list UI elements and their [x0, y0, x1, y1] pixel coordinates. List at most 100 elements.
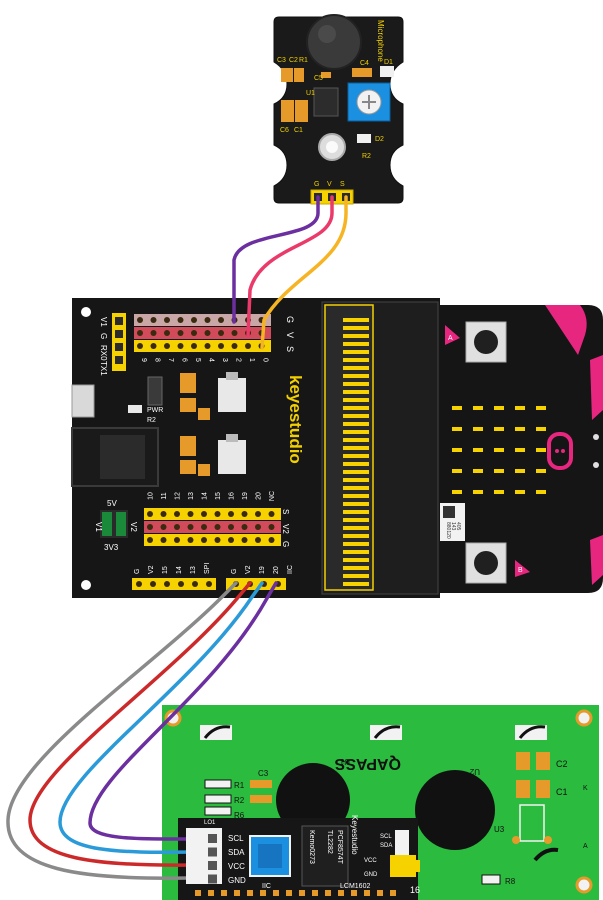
lcd-label-u3: U3: [494, 825, 505, 834]
header-pin: [228, 537, 234, 543]
lcd-label-r1: R1: [234, 781, 245, 790]
amp-chip-u1: [313, 87, 339, 117]
uart-label-v1: V1: [99, 317, 108, 327]
led-d1: [380, 66, 394, 77]
edge-finger: [343, 574, 369, 578]
lcd-pin: [234, 890, 240, 896]
microbit-pink-corner-right-low: [590, 535, 603, 585]
header-pin: [231, 330, 238, 336]
led-matrix: [452, 406, 546, 494]
header-pin: [255, 511, 261, 517]
header-pin: [268, 524, 275, 530]
edge-finger: [343, 318, 369, 322]
edge-finger: [343, 430, 369, 434]
mic-label-r2: R2: [362, 153, 371, 160]
capacitor-c5: [321, 72, 331, 78]
edge-finger: [343, 350, 369, 354]
backpack-label-gnd: GND: [228, 876, 246, 885]
mic-pin-label-v: V: [327, 181, 332, 188]
lcd-label-r6: R6: [234, 811, 245, 820]
microbit-board: A B 405 143 880120: [425, 305, 603, 593]
header-pin: [147, 511, 153, 517]
header-pin: [164, 330, 170, 336]
microbit-pink-corner-right: [590, 355, 603, 420]
pwr-led: [128, 405, 142, 413]
matrix-led: [473, 490, 483, 494]
edge-finger: [343, 406, 369, 410]
uart-pin: [115, 330, 123, 338]
edge-finger: [343, 534, 369, 538]
header-pin: [204, 343, 211, 349]
iic-label: G: [231, 569, 238, 574]
lcd-pin: [312, 890, 318, 896]
capacitor-c6: [281, 100, 294, 122]
mic-label-r1: R1: [299, 57, 308, 64]
r2-label: R2: [147, 417, 156, 424]
spi-pin: [150, 581, 156, 587]
header-pin: [204, 317, 211, 323]
matrix-led: [452, 490, 462, 494]
spi-label: 14: [176, 566, 183, 574]
header-pin: [147, 524, 153, 530]
header-row: [144, 508, 281, 520]
cap: [180, 398, 196, 412]
spi-label: SPI: [204, 563, 211, 574]
backpack-label-sda-2: SDA: [380, 843, 392, 849]
led-d2: [357, 134, 371, 143]
wires: [6, 195, 348, 882]
backpack-pin: [208, 874, 217, 884]
mic-label-d1: D1: [384, 59, 393, 66]
edge-finger: [343, 582, 369, 586]
edge-finger: [343, 486, 369, 490]
cap: [180, 436, 196, 456]
top-pin-number: 9: [140, 358, 147, 362]
header-pin: [218, 317, 224, 323]
cap-c2-gap: [530, 752, 536, 770]
top-pin-number: 5: [194, 358, 201, 362]
button-b-cap: [474, 551, 498, 575]
edge-connector-fingers: [343, 318, 369, 586]
header-pin: [174, 524, 180, 530]
matrix-led: [515, 490, 525, 494]
matrix-led: [515, 469, 525, 473]
microphone-module: Microphone C3 C2 R1 C5 C4 D1 U1 C6 C1 D2…: [273, 14, 404, 205]
backpack-pin: [208, 834, 217, 843]
uart-pins: [115, 317, 123, 364]
backpack-pin: [208, 861, 217, 870]
edge-finger: [343, 366, 369, 370]
voltage-jumper: [102, 512, 112, 536]
header-row: [134, 314, 271, 326]
lcd-label-r2: R2: [234, 796, 245, 805]
matrix-led: [536, 448, 546, 452]
lcd-pin: [273, 890, 279, 896]
header-pin: [218, 330, 224, 336]
edge-finger: [343, 510, 369, 514]
button-b-label: B: [518, 567, 523, 574]
mic-wire-ground: [232, 195, 320, 324]
lcd-wire-scl: [88, 581, 278, 841]
jumper-pad: [512, 836, 520, 844]
lcd-pin: [351, 890, 357, 896]
matrix-led: [494, 469, 504, 473]
backpack-label-lcm1602: LCM1602: [340, 883, 370, 890]
middle-pin-number: 11: [161, 492, 168, 499]
header-pin: [204, 330, 211, 336]
lcd-label-c3: C3: [258, 769, 269, 778]
iic-label: IIC: [287, 565, 294, 574]
microbit-edge-hole: [593, 434, 599, 440]
lcd-pin: [286, 890, 292, 896]
lcd-pin: [247, 890, 253, 896]
qr-text-2: 143: [450, 522, 456, 531]
lcd-pin: [377, 890, 383, 896]
header-pin: [137, 317, 143, 323]
mid-row-label-v2: V2: [281, 524, 290, 534]
backpack-pin: [208, 847, 217, 857]
cap-c3: [250, 780, 272, 788]
header-pin: [245, 343, 251, 349]
lcd-pin: [221, 890, 227, 896]
header-pin: [201, 537, 207, 543]
lcd-pin: [390, 890, 396, 896]
edge-finger: [343, 454, 369, 458]
